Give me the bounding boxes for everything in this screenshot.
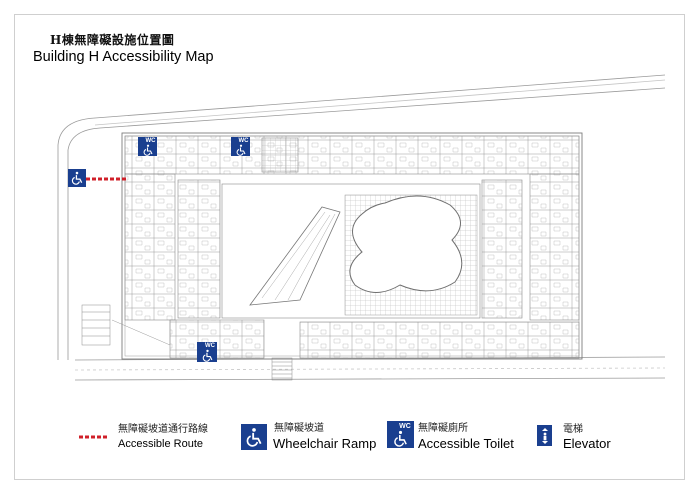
accessible-toilet-marker-2[interactable]: WC [231, 137, 250, 156]
wc-badge: WC [145, 137, 156, 144]
legend-elevator-label-zh: 電梯 [563, 424, 583, 435]
room-blocks [124, 135, 580, 359]
wc-badge: WC [399, 422, 411, 430]
elevator-icon [541, 427, 548, 444]
accessible-toilet-icon [202, 349, 212, 362]
accessible-toilet-icon [236, 144, 245, 156]
legend-ramp-icon [241, 424, 267, 450]
wheelchair-icon [71, 171, 83, 185]
wc-badge: WC [238, 137, 249, 144]
map-title-english: Building H Accessibility Map [33, 49, 214, 65]
entrance-stairs [81, 304, 293, 381]
wheelchair-icon [246, 428, 262, 447]
wc-badge: WC [205, 342, 215, 349]
map-frame [14, 14, 685, 480]
legend-elevator-label-en: Elevator [563, 436, 611, 451]
courtyard [221, 183, 481, 319]
accessible-toilet-marker-1[interactable]: WC [138, 137, 157, 156]
map-title-chinese: H棟無障礙設施位置圖 [50, 33, 175, 47]
legend-toilet-icon: WC [387, 421, 414, 448]
legend-toilet-label-zh: 無障礙廁所 [418, 423, 468, 434]
accessible-toilet-icon [394, 430, 407, 447]
legend-ramp-label-zh: 無障礙坡道 [274, 423, 324, 434]
wheelchair-ramp-marker[interactable] [68, 169, 86, 187]
legend-ramp-label-en: Wheelchair Ramp [273, 436, 377, 451]
legend-elevator-icon [537, 425, 552, 446]
accessible-toilet-marker-3[interactable]: WC [197, 342, 217, 362]
legend-toilet-label-en: Accessible Toilet [418, 436, 514, 451]
legend-route-label-en: Accessible Route [118, 438, 203, 450]
accessible-toilet-icon [143, 144, 152, 156]
legend-route-label-zh: 無障礙坡道通行路線 [118, 424, 208, 435]
